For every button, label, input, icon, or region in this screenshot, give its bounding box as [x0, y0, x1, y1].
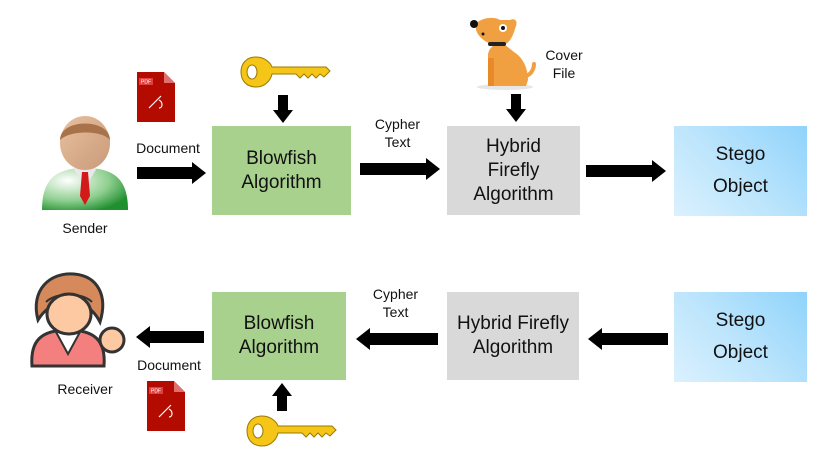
pdf-badge-text: PDF — [141, 80, 151, 86]
key-icon — [246, 415, 337, 447]
stego-object-box-top: Stego Object — [674, 126, 807, 216]
arrow-down-icon — [506, 94, 526, 122]
cover-file-label: Cover File — [536, 46, 592, 82]
dog-cover-file-icon — [470, 17, 536, 90]
blowfish-line-2: Algorithm — [241, 171, 322, 193]
cypher-text-label-top: Cypher Text — [360, 115, 435, 151]
cypher-line-1: Cypher — [372, 286, 419, 302]
cypher-line-2: Text — [382, 304, 409, 320]
arrow-down-icon — [273, 95, 293, 123]
arrow-right-icon — [137, 162, 206, 184]
document-label-bottom: Document — [137, 357, 201, 373]
arrow-up-icon — [272, 383, 292, 411]
blowfish-decrypt-box: Blowfish Algorithm — [212, 292, 346, 380]
hybrid-firefly-extract-box: Hybrid Firefly Algorithm — [447, 292, 579, 380]
cypher-text-label-bottom: Cypher Text — [358, 285, 433, 321]
cover-line-2: File — [552, 65, 576, 81]
arrow-right-icon — [360, 158, 440, 180]
blowfish-line-1: Blowfish — [243, 313, 315, 334]
arrow-right-icon — [586, 160, 666, 182]
hybrid-line-1: Hybrid Firefly — [457, 313, 569, 334]
hybrid-line-2: Firefly — [487, 159, 540, 181]
hybrid-line-2: Algorithm — [472, 337, 554, 358]
key-icon — [240, 56, 331, 88]
stego-line-1: Stego — [715, 144, 766, 165]
pdf-document-icon: PDF — [137, 72, 175, 122]
hybrid-line-1: Hybrid — [486, 135, 541, 157]
stego-object-box-bottom: Stego Object — [674, 292, 807, 382]
receiver-avatar-icon — [30, 272, 126, 368]
hybrid-firefly-embed-box: Hybrid Firefly Algorithm — [447, 126, 580, 215]
blowfish-encrypt-box: Blowfish Algorithm — [212, 126, 351, 215]
blowfish-line-1: Blowfish — [246, 147, 317, 169]
pdf-badge-text: PDF — [151, 389, 161, 395]
stego-line-2: Object — [713, 176, 768, 197]
arrow-left-icon — [136, 326, 204, 348]
hybrid-line-3: Algorithm — [473, 183, 554, 205]
cover-line-1: Cover — [545, 47, 583, 63]
stego-line-2: Object — [713, 342, 768, 363]
sender-avatar-icon — [42, 116, 128, 210]
stego-line-1: Stego — [715, 310, 766, 331]
receiver-label: Receiver — [57, 381, 113, 397]
document-label-top: Document — [136, 140, 200, 156]
cypher-line-1: Cypher — [374, 116, 421, 132]
arrow-left-icon — [356, 328, 438, 350]
arrow-left-icon — [588, 328, 668, 350]
sender-label: Sender — [62, 220, 108, 236]
cypher-line-2: Text — [384, 134, 411, 150]
blowfish-line-2: Algorithm — [238, 337, 320, 358]
pdf-document-icon: PDF — [147, 381, 185, 431]
